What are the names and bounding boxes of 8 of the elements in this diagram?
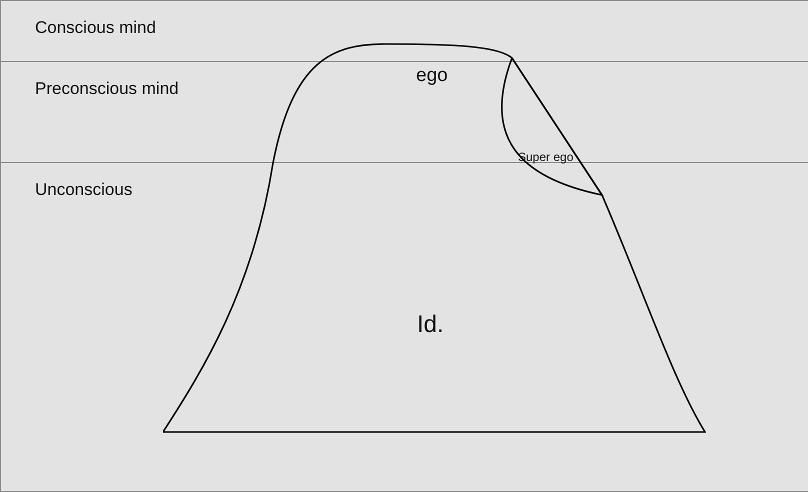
layer-band [0,0,808,62]
layer-band [0,163,808,492]
region-label: ego [416,64,448,88]
region-label: Id. [417,310,444,340]
layer-label: Unconscious [35,179,132,201]
layer-band [0,62,808,163]
layer-label: Preconscious mind [35,78,179,100]
layer-label: Conscious mind [35,17,156,39]
